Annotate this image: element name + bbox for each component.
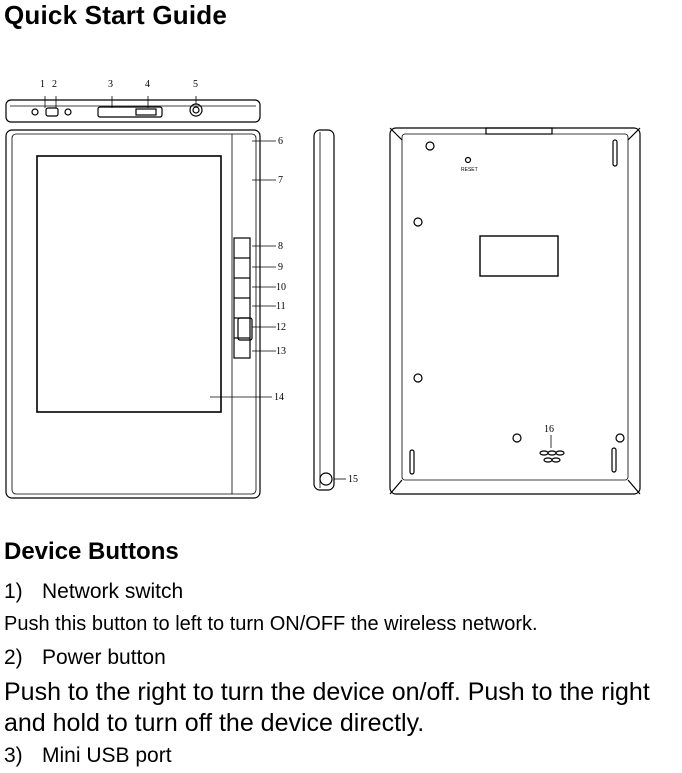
item-3-number: 3) [4,744,23,767]
item-1-heading: 1) Network switch [4,580,183,604]
callout-15: 15 [348,474,358,485]
item-1-label: Network switch [42,580,184,603]
reset-label: RESET [461,167,478,173]
callout-4: 4 [145,79,150,90]
item-2-label: Power button [42,646,166,669]
device-back-view [389,127,641,495]
callout-2: 2 [52,79,57,90]
callout-3: 3 [108,79,113,90]
callout-8: 8 [278,241,283,252]
callout-16: 16 [544,424,554,435]
callout-14: 14 [274,392,284,403]
item-1-description: Push this button to left to turn ON/OFF … [4,613,538,635]
item-2-number: 2) [4,646,23,669]
item-2-description: Push to the right to turn the device on/… [4,678,650,737]
item-3-heading: 3) Mini USB port [4,744,172,768]
item-3-label: Mini USB port [42,744,172,767]
device-front-view [5,129,261,499]
device-diagram: 1 2 3 4 5 6 7 8 9 10 11 12 13 14 15 16 R… [5,79,641,499]
page-title: Quick Start Guide [4,0,228,30]
item-2-heading: 2) Power button [4,646,166,670]
callout-13: 13 [276,346,286,357]
callout-10: 10 [276,282,286,293]
section-title: Device Buttons [4,538,179,565]
item-1-number: 1) [4,580,23,603]
callout-11: 11 [276,301,286,312]
callout-6: 6 [278,136,283,147]
device-side-view [313,129,335,491]
callout-12: 12 [276,322,286,333]
callout-7: 7 [278,175,283,186]
callout-9: 9 [278,262,283,273]
device-top-view [5,99,261,123]
callout-1: 1 [40,79,45,90]
callout-5: 5 [193,79,198,90]
